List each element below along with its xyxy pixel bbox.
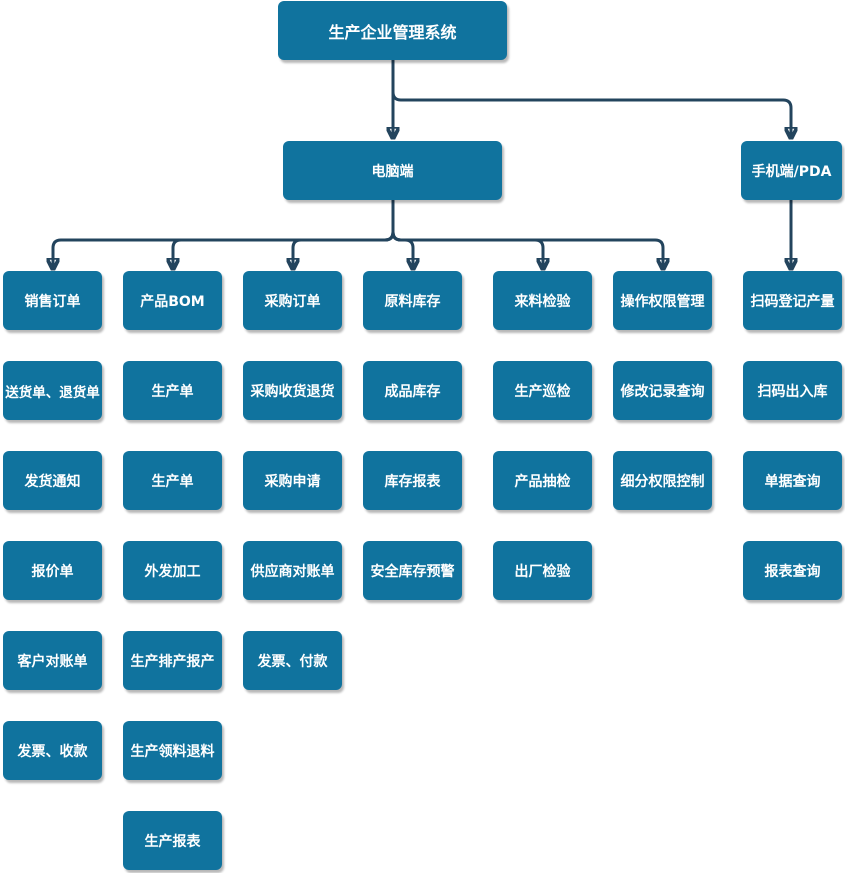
edge-pc-to-col-3: [293, 231, 395, 268]
column-2-item-label: 生产排产报产: [130, 653, 215, 670]
column-1-item-node: 送货单、退货单: [3, 361, 102, 420]
column-3-item-node: 采购申请: [243, 451, 342, 510]
column-1-item-label: 送货单、退货单: [5, 384, 100, 401]
edge-pc-to-col-6: [391, 231, 663, 268]
column-1-item-label: 报价单: [31, 563, 74, 580]
column-2-item-node: 生产单: [123, 451, 222, 510]
column-3-header-node: 采购订单: [243, 271, 342, 330]
column-2-item-node: 生产领料退料: [123, 721, 222, 780]
mobile-column-item-node: 报表查询: [743, 541, 842, 600]
mobile-column-header-label: 扫码登记产量: [750, 293, 835, 310]
column-1-item-label: 发货通知: [24, 473, 81, 490]
edge-pc-to-col-1: [53, 200, 395, 268]
column-4-header-label: 原料库存: [384, 293, 441, 310]
column-4-item-label: 安全库存预警: [370, 563, 455, 580]
column-3-item-label: 采购收货退货: [250, 383, 335, 400]
column-4-item-node: 安全库存预警: [363, 541, 462, 600]
column-2-item-node: 生产排产报产: [123, 631, 222, 690]
column-2-item-node: 生产报表: [123, 811, 222, 870]
column-5-item-label: 出厂检验: [514, 563, 571, 580]
mobile-column-item-label: 单据查询: [764, 473, 821, 490]
column-3-item-node: 发票、付款: [243, 631, 342, 690]
root-node-label: 生产企业管理系统: [328, 22, 457, 42]
column-2-item-label: 生产领料退料: [130, 743, 215, 760]
column-5-header-node: 来料检验: [493, 271, 592, 330]
column-1-header-node: 销售订单: [3, 271, 102, 330]
column-5-item-node: 出厂检验: [493, 541, 592, 600]
column-6-item-label: 细分权限控制: [620, 473, 705, 490]
column-5-item-node: 生产巡检: [493, 361, 592, 420]
column-3-header-label: 采购订单: [264, 293, 321, 310]
column-6-header-label: 操作权限管理: [620, 293, 705, 310]
column-1-item-node: 发货通知: [3, 451, 102, 510]
column-2-item-label: 生产单: [151, 383, 194, 400]
column-6-item-node: 细分权限控制: [613, 451, 712, 510]
column-2-item-node: 外发加工: [123, 541, 222, 600]
column-6-item-label: 修改记录查询: [620, 383, 705, 400]
column-3-item-node: 供应商对账单: [243, 541, 342, 600]
column-4-item-label: 成品库存: [384, 383, 441, 400]
column-3-item-node: 采购收货退货: [243, 361, 342, 420]
mobile-branch-label: 手机端/PDA: [751, 163, 832, 180]
edge-pc-to-col-2: [173, 231, 395, 268]
column-3-item-label: 供应商对账单: [250, 563, 335, 580]
mobile-branch-node: 手机端/PDA: [741, 141, 842, 200]
column-4-header-node: 原料库存: [363, 271, 462, 330]
column-5-header-label: 来料检验: [514, 293, 571, 310]
column-2-item-label: 外发加工: [144, 563, 201, 580]
column-6-item-node: 修改记录查询: [613, 361, 712, 420]
column-6-header-node: 操作权限管理: [613, 271, 712, 330]
column-1-item-node: 报价单: [3, 541, 102, 600]
column-4-item-label: 库存报表: [384, 473, 441, 490]
column-3-item-label: 采购申请: [264, 473, 321, 490]
root-node: 生产企业管理系统: [278, 1, 507, 60]
pc-branch-node: 电脑端: [283, 141, 502, 200]
edge-root-to-mobile: [391, 91, 791, 137]
column-2-header-label: 产品BOM: [140, 293, 205, 310]
edge-pc-to-col-5: [391, 231, 543, 268]
mobile-column-header-node: 扫码登记产量: [743, 271, 842, 330]
pc-branch-label: 电脑端: [371, 163, 414, 180]
column-1-item-node: 发票、收款: [3, 721, 102, 780]
column-2-item-node: 生产单: [123, 361, 222, 420]
column-5-item-label: 产品抽检: [514, 473, 571, 490]
column-1-item-label: 客户对账单: [17, 653, 88, 670]
column-5-item-node: 产品抽检: [493, 451, 592, 510]
mobile-column-item-node: 单据查询: [743, 451, 842, 510]
column-4-item-node: 库存报表: [363, 451, 462, 510]
column-2-item-label: 生产单: [151, 473, 194, 490]
mobile-column-item-label: 扫码出入库: [757, 383, 828, 400]
column-2-header-node: 产品BOM: [123, 271, 222, 330]
column-4-item-node: 成品库存: [363, 361, 462, 420]
column-3-item-label: 发票、付款: [257, 653, 328, 670]
column-1-item-node: 客户对账单: [3, 631, 102, 690]
column-1-header-label: 销售订单: [24, 293, 81, 310]
mobile-column-item-node: 扫码出入库: [743, 361, 842, 420]
mobile-column-item-label: 报表查询: [764, 563, 821, 580]
column-1-item-label: 发票、收款: [17, 743, 88, 760]
column-2-item-label: 生产报表: [144, 833, 201, 850]
column-5-item-label: 生产巡检: [514, 383, 571, 400]
